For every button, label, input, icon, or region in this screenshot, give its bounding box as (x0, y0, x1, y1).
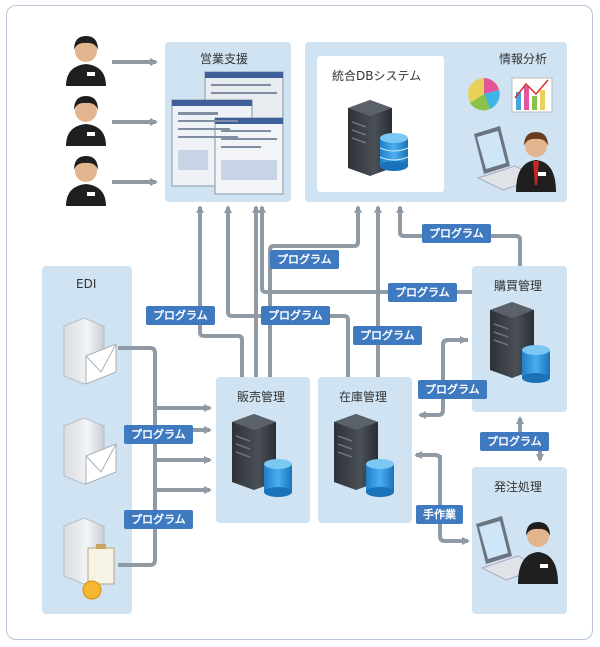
person-icon-1 (66, 36, 106, 86)
purchase-server-icon (490, 302, 550, 383)
program-tag-sales-left: プログラム (146, 306, 215, 325)
program-tag-purchase-order: プログラム (480, 432, 549, 451)
sales-server-icon (232, 414, 292, 497)
edi-title: EDI (76, 277, 97, 291)
program-tag-edi-upper: プログラム (124, 425, 193, 444)
order-processing-title: 発注処理 (494, 480, 543, 494)
edi-server-envelope-icon-2 (63, 417, 117, 485)
edi-server-invoice-icon (63, 517, 115, 600)
program-tag-db-sales: プログラム (270, 250, 339, 269)
db-server-icon (348, 100, 409, 176)
program-tag-info-purchase: プログラム (422, 224, 491, 243)
sales-support-title: 営業支援 (200, 52, 249, 66)
app-screens-icon (171, 71, 284, 195)
inventory-mgmt-title: 在庫管理 (339, 390, 388, 404)
sales-mgmt-title: 販売管理 (237, 390, 286, 404)
analyst-workstation-icon (474, 126, 556, 192)
inventory-server-icon (334, 414, 394, 497)
info-analysis-title: 情報分析 (499, 52, 548, 66)
bar-chart-icon (511, 77, 553, 113)
integrated-db-title: 統合DBシステム (332, 69, 422, 83)
manual-work-tag: 手作業 (416, 505, 463, 524)
program-tag-inventory-purchase: プログラム (418, 380, 487, 399)
order-workstation-icon (476, 516, 558, 584)
program-tag-inventory-db: プログラム (353, 326, 422, 345)
purchase-mgmt-title: 購買管理 (494, 279, 543, 293)
person-icon-3 (66, 156, 106, 206)
person-icon-2 (66, 96, 106, 146)
pie-chart-icon (468, 78, 500, 111)
edi-server-envelope-icon-1 (63, 317, 117, 385)
program-tag-purchase-sales: プログラム (388, 283, 457, 302)
program-tag-inventory-sales: プログラム (261, 306, 330, 325)
program-tag-edi-lower: プログラム (124, 510, 193, 529)
